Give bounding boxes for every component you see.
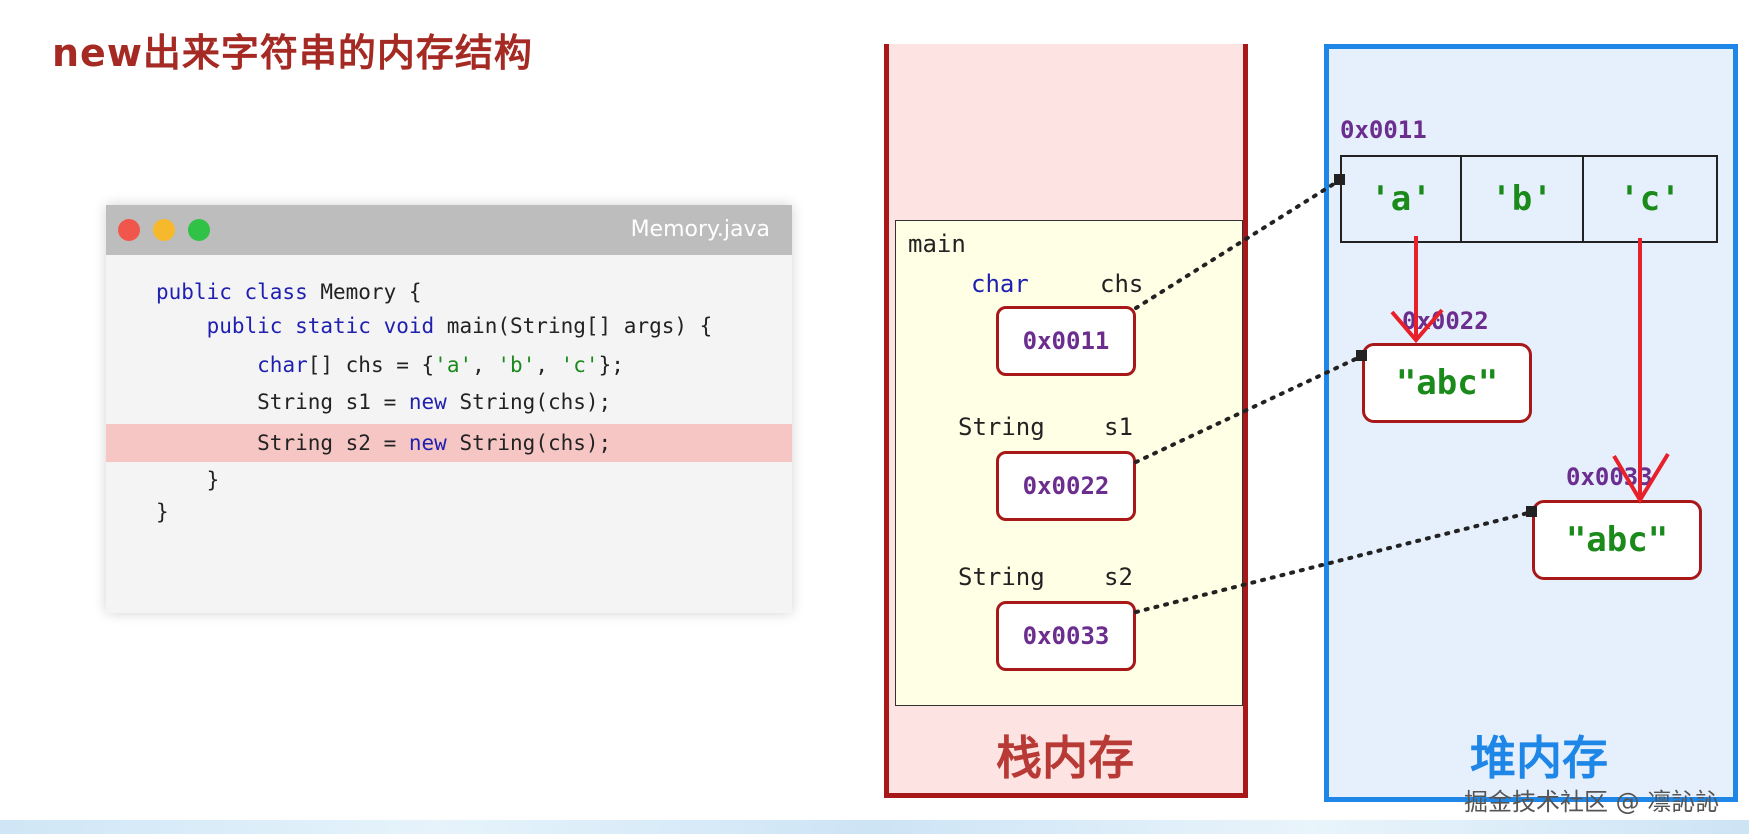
var-type-s2: String [958, 563, 1045, 591]
code-line: } [106, 493, 792, 531]
code-line: public static void main(String[] args) { [106, 307, 792, 345]
code-body: public class Memory { public static void… [106, 255, 792, 613]
var-value-s1: 0x0022 [996, 451, 1136, 521]
code-text: String(chs); [446, 390, 612, 414]
char-array-address: 0x0011 [1340, 116, 1427, 144]
copy-arrow-to-s1-head-icon [1390, 308, 1444, 344]
code-text: , [535, 353, 561, 377]
code-line-highlighted: String s2 = new String(chs); [106, 424, 792, 462]
code-keyword: new [408, 431, 447, 455]
stack-memory-label: 栈内存 [996, 731, 1134, 785]
code-line: String s1 = new String(chs); [106, 383, 792, 421]
var-name-chs: chs [1100, 270, 1144, 298]
window-titlebar: Memory.java [106, 205, 792, 255]
code-keyword: public class [156, 280, 308, 304]
code-text: }; [598, 353, 624, 377]
code-text: main(String[] args) { [434, 314, 713, 338]
pointer-s2-to-string [1134, 510, 1534, 614]
pointer-chs-to-array [1134, 178, 1342, 310]
code-line: char[] chs = {'a', 'b', 'c'}; [106, 346, 792, 384]
pointer-s1-to-string [1134, 354, 1364, 464]
pointer-s2-end-icon [1526, 506, 1537, 517]
code-char-literal: 'a' [434, 353, 473, 377]
code-char-literal: 'b' [497, 353, 536, 377]
code-keyword: public static void [206, 314, 435, 338]
code-line: public class Memory { [106, 273, 792, 311]
char-array-cell-c: 'c' [1582, 155, 1718, 243]
code-text: } [156, 500, 169, 524]
pointer-s1-end-icon [1356, 350, 1367, 361]
var-value-s2: 0x0033 [996, 601, 1136, 671]
code-text: Memory { [307, 280, 422, 304]
code-text: String(chs); [446, 431, 612, 455]
var-name-s1: s1 [1104, 413, 1133, 441]
string-s1-object: "abc" [1362, 343, 1532, 423]
code-line: } [106, 461, 792, 499]
frame-name: main [908, 230, 966, 258]
code-text: } [206, 468, 220, 492]
close-window-dot-icon[interactable] [118, 219, 140, 241]
copy-arrow-to-s2-head-icon [1612, 452, 1670, 504]
code-text: , [472, 353, 498, 377]
heap-memory-label: 堆内存 [1470, 731, 1608, 785]
file-name: Memory.java [630, 217, 770, 242]
watermark: 掘金技术社区 @ 凛訫訫 [1464, 788, 1720, 816]
code-char-literal: 'c' [560, 353, 599, 377]
pointer-chs-end-icon [1334, 174, 1345, 185]
code-text: String s2 = [257, 431, 409, 455]
code-text: [] chs = { [307, 353, 435, 377]
var-name-s2: s2 [1104, 563, 1133, 591]
var-value-chs: 0x0011 [996, 306, 1136, 376]
minimize-window-dot-icon[interactable] [153, 219, 175, 241]
string-s2-object: "abc" [1532, 500, 1702, 580]
var-type-chs: char [971, 270, 1029, 298]
code-keyword: new [408, 390, 447, 414]
code-keyword: char [257, 353, 308, 377]
var-type-s1: String [958, 413, 1045, 441]
maximize-window-dot-icon[interactable] [188, 219, 210, 241]
code-window: Memory.java public class Memory { public… [106, 205, 792, 613]
decorative-bottom-strip [0, 820, 1749, 834]
slide-title: new出来字符串的内存结构 [52, 31, 533, 75]
code-text: String s1 = [257, 390, 409, 414]
char-array-cell-b: 'b' [1460, 155, 1584, 243]
